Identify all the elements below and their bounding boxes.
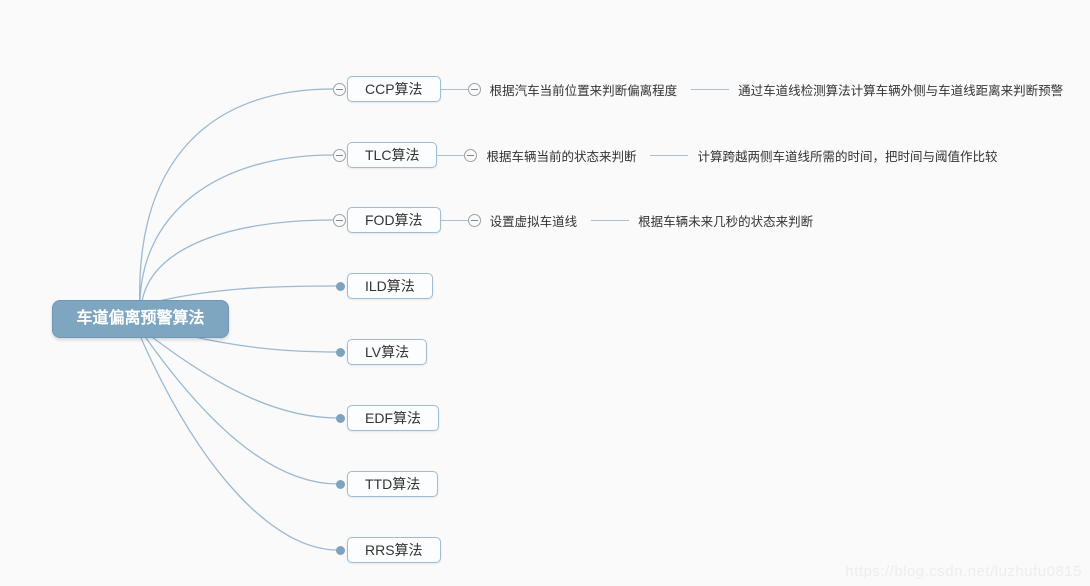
topic-node[interactable]: EDF算法 xyxy=(347,405,439,431)
connector-line xyxy=(440,88,468,90)
root-topic[interactable]: 车道偏离预警算法 xyxy=(52,300,229,338)
subtopic-detail-text[interactable]: 通过车道线检测算法计算车辆外侧与车道线距离来判断预警 xyxy=(738,83,1064,98)
collapse-icon[interactable] xyxy=(333,82,346,96)
minus-glyph xyxy=(336,154,343,156)
topic-node[interactable]: FOD算法 xyxy=(347,207,441,233)
edge-ccp xyxy=(139,88,334,313)
branch-row: CCP算法 根据汽车当前位置来判断偏离程度 通过车道线检测算法计算车辆外侧与车道线距… xyxy=(333,76,1063,102)
edge-tlc xyxy=(139,154,334,313)
minus-glyph xyxy=(470,219,478,221)
minus-glyph xyxy=(470,88,478,90)
topic-node[interactable]: CCP算法 xyxy=(347,76,441,102)
branch-row: TLC算法 根据车辆当前的状态来判断 计算跨越两侧车道线所需的时间，把时间与阈值作比… xyxy=(333,142,997,168)
minus-glyph xyxy=(336,219,343,221)
branch-terminal-dot xyxy=(336,347,345,357)
branch-row: ILD算法 xyxy=(336,273,433,299)
topic-node[interactable]: RRS算法 xyxy=(347,537,441,563)
connector-line xyxy=(437,154,465,156)
branch-row: TTD算法 xyxy=(336,471,439,497)
topic-node[interactable]: ILD算法 xyxy=(347,273,433,299)
edge-rrs xyxy=(140,337,339,551)
topic-node[interactable]: LV算法 xyxy=(347,339,428,365)
edge-lv xyxy=(189,335,339,353)
branch-row: RRS算法 xyxy=(336,537,441,563)
subtopic-detail-text[interactable]: 计算跨越两侧车道线所需的时间，把时间与阈值作比较 xyxy=(697,149,998,164)
edge-ild xyxy=(145,285,339,305)
connector-line xyxy=(691,88,730,90)
topic-node[interactable]: TLC算法 xyxy=(347,142,438,168)
connector-line xyxy=(591,219,630,221)
connector-line xyxy=(650,154,689,156)
subtopic-text[interactable]: 设置虚拟车道线 xyxy=(489,214,578,229)
branch-terminal-dot xyxy=(336,479,345,489)
minus-glyph xyxy=(467,154,475,156)
subtopic-text[interactable]: 根据汽车当前位置来判断偏离程度 xyxy=(489,83,678,98)
collapse-icon[interactable] xyxy=(333,148,346,162)
branch-terminal-dot xyxy=(336,413,345,423)
collapse-icon[interactable] xyxy=(467,82,481,96)
edge-ttd xyxy=(145,337,339,485)
branch-row: FOD算法 设置虚拟车道线 根据车辆未来几秒的状态来判断 xyxy=(333,207,813,233)
collapse-icon[interactable] xyxy=(464,148,478,162)
edge-fod xyxy=(140,219,334,313)
subtopic-detail-text[interactable]: 根据车辆未来几秒的状态来判断 xyxy=(638,214,814,229)
subtopic-text[interactable]: 根据车辆当前的状态来判断 xyxy=(486,149,637,164)
collapse-icon[interactable] xyxy=(467,213,481,227)
branch-terminal-dot xyxy=(336,545,345,555)
branch-row: EDF算法 xyxy=(336,405,439,431)
minus-glyph xyxy=(336,88,343,90)
topic-node[interactable]: TTD算法 xyxy=(347,471,439,497)
watermark-url: https://blog.csdn.net/luzhufu0815 xyxy=(845,563,1082,580)
connector-line xyxy=(440,219,468,221)
branch-row: LV算法 xyxy=(336,339,428,365)
branch-terminal-dot xyxy=(336,281,345,291)
collapse-icon[interactable] xyxy=(333,213,346,227)
edge-edf xyxy=(151,336,339,419)
